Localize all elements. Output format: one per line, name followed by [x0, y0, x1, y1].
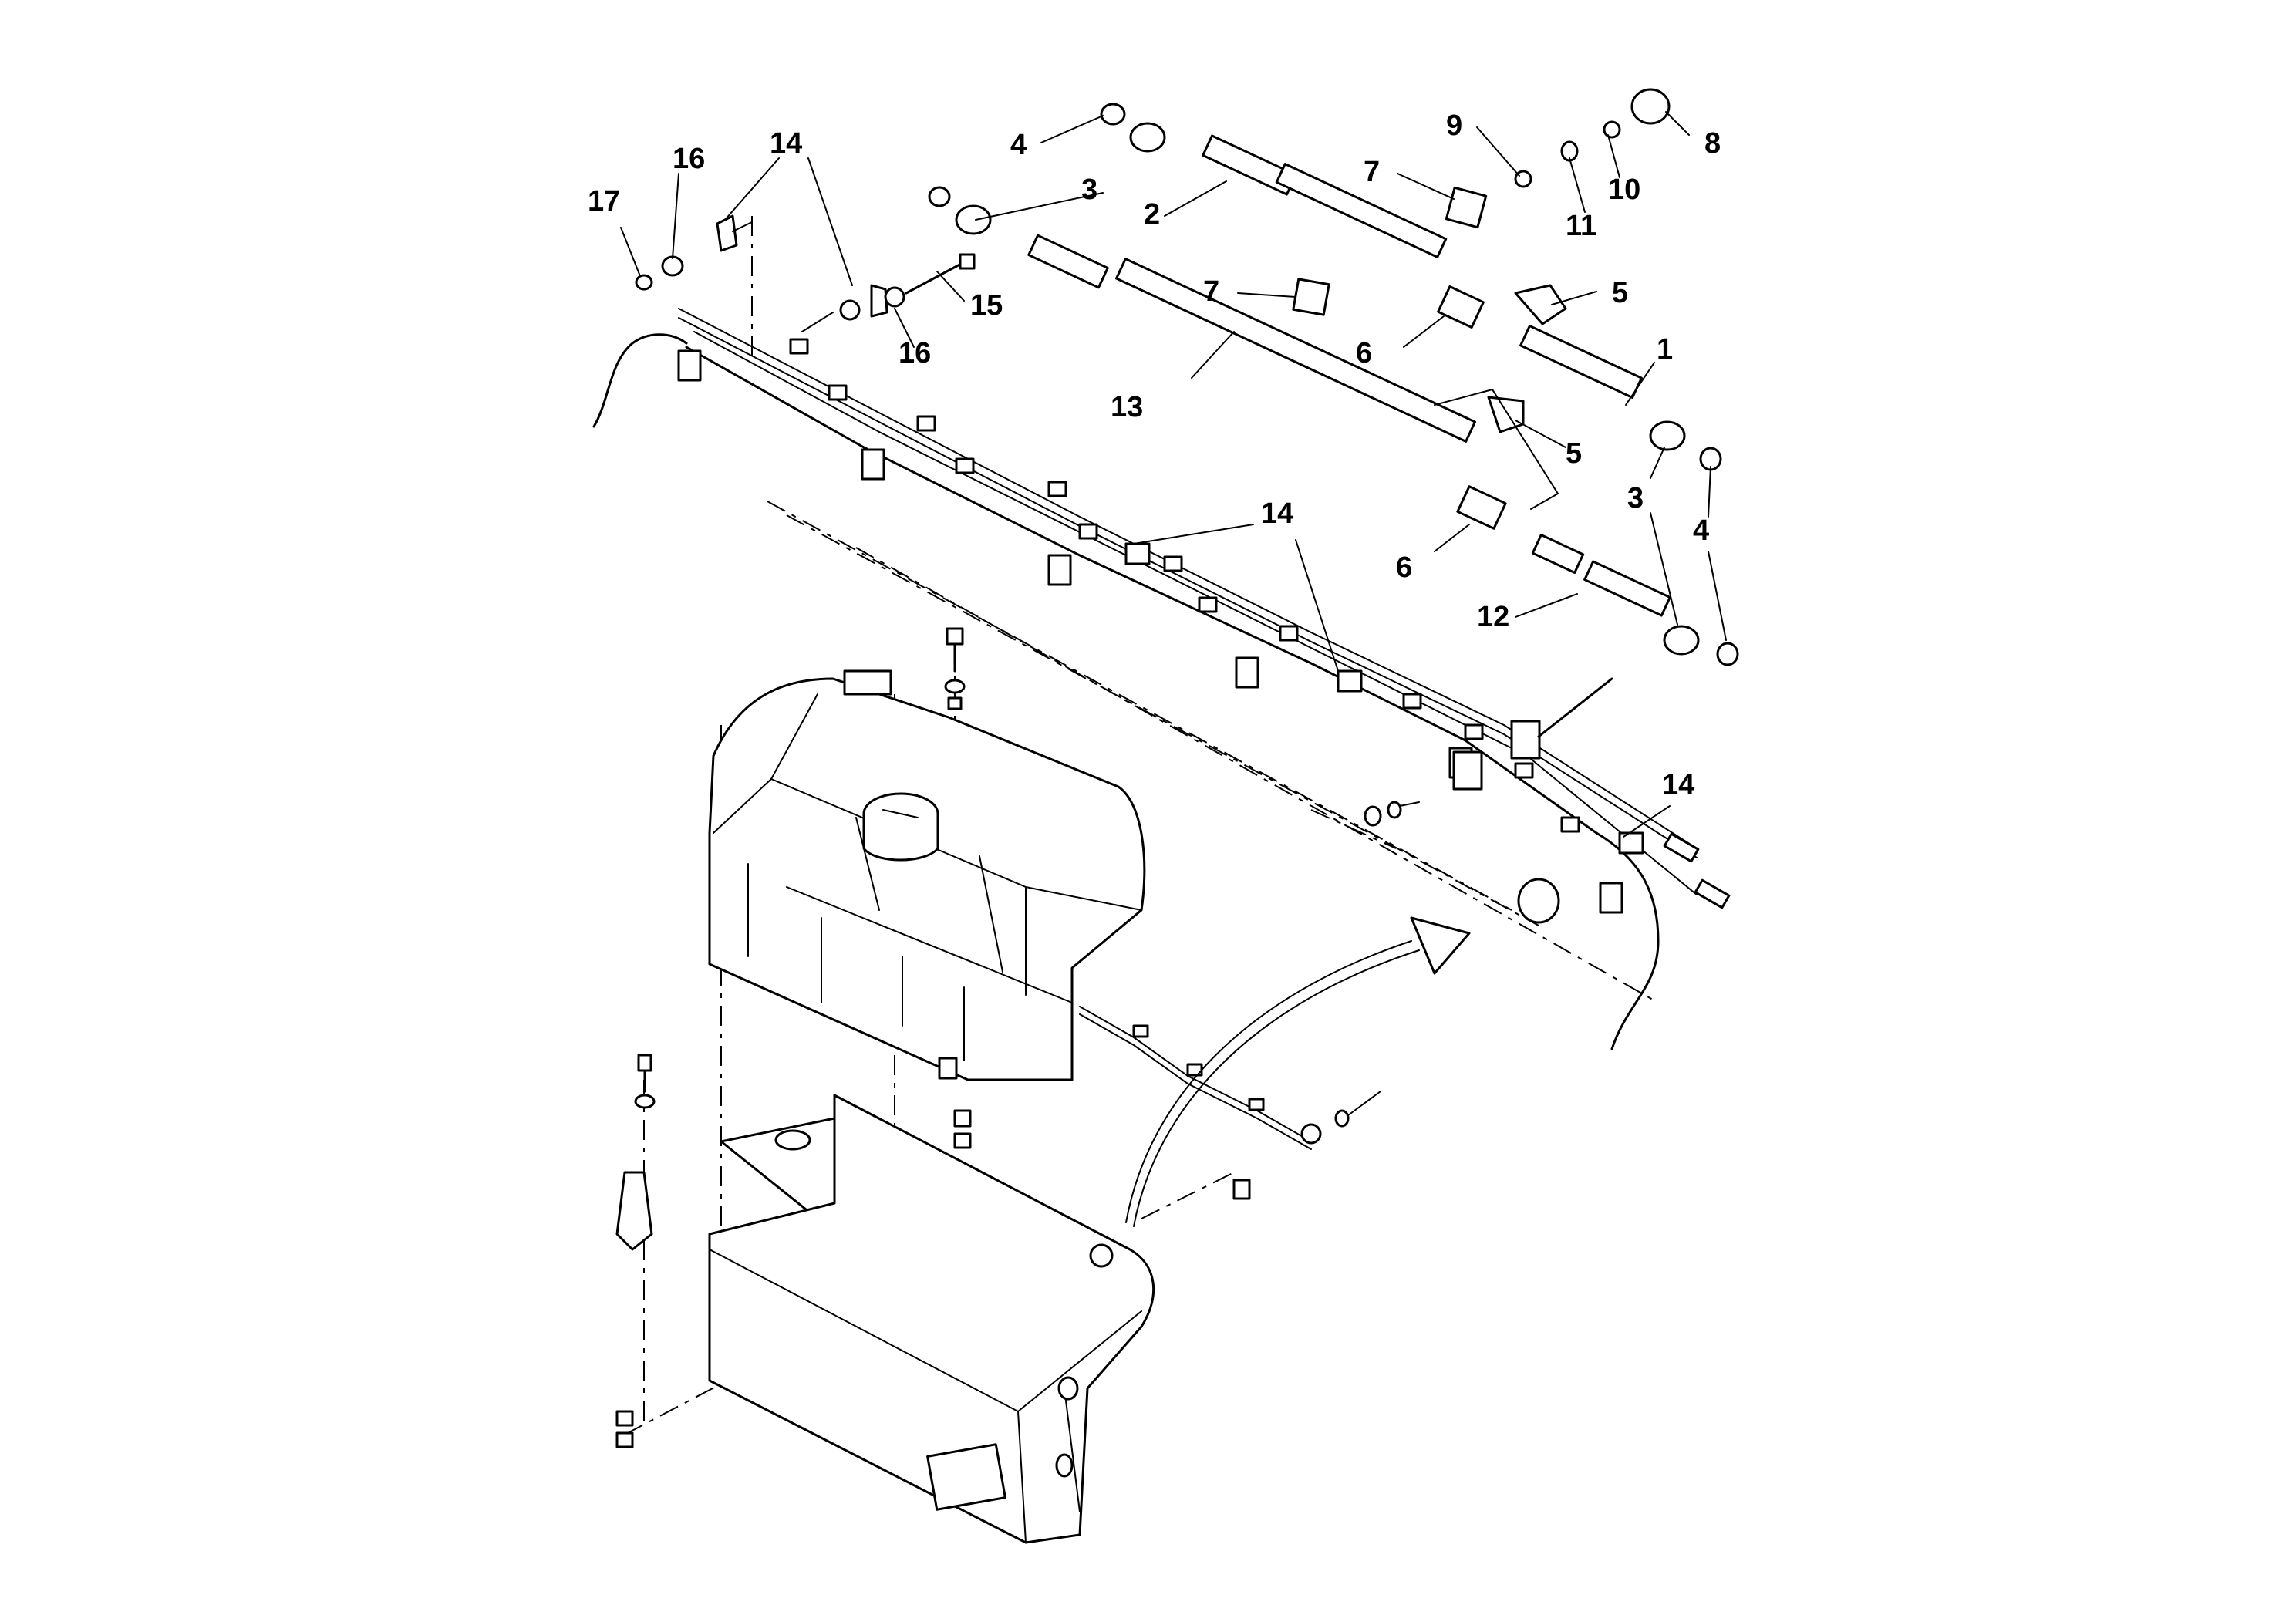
- end-cap-4: [1716, 642, 1739, 666]
- frame-body: [708, 1094, 1155, 1544]
- callout-7: 7: [1203, 275, 1219, 308]
- callout-labels: 17 16 14 15 16 4 3 2 7 9 8 10 11 7 5 6 1…: [588, 110, 1721, 801]
- callout-7: 7: [1364, 156, 1380, 188]
- right-hose: [1595, 831, 1660, 1050]
- tee-6a: [1437, 285, 1485, 329]
- callout-4: 4: [1693, 514, 1709, 547]
- callout-8: 8: [1704, 127, 1721, 160]
- nozzle-body: [1235, 656, 1259, 689]
- nozzle-body: [677, 349, 702, 382]
- tank-outlet: [938, 1057, 958, 1080]
- callout-11: 11: [1566, 210, 1596, 242]
- nozzle-body: [1599, 882, 1623, 914]
- callout-3: 3: [1081, 174, 1097, 206]
- boom-tube-front: [685, 346, 1598, 835]
- spray-tank: [708, 669, 1146, 1081]
- end-cap-3: [955, 204, 992, 235]
- mounting-frame: [615, 1094, 1155, 1544]
- pipe-12: [1531, 534, 1585, 574]
- callout-17: 17: [588, 185, 620, 218]
- end-cap-3: [1129, 122, 1166, 153]
- clamp-7: [1292, 278, 1330, 316]
- callout-6: 6: [1396, 551, 1412, 584]
- center-bracket: [1452, 750, 1483, 791]
- bolt-15: [905, 261, 966, 295]
- callout-5: 5: [1566, 437, 1582, 470]
- part-8: [1630, 88, 1671, 125]
- washer: [1364, 805, 1382, 827]
- small-hardware: [635, 214, 976, 332]
- tank-bracket: [843, 669, 892, 696]
- end-cap-4: [928, 186, 951, 207]
- detail-outline: [1434, 389, 1559, 510]
- hose-fittings: [1079, 1006, 1381, 1200]
- tank-fasteners: [615, 627, 972, 1448]
- tank-body: [708, 677, 1146, 1081]
- boom-bracket-hole: [1517, 878, 1560, 924]
- pipe-1: [1519, 325, 1643, 399]
- spray-boom-assembly: [592, 308, 1731, 1050]
- end-cap-3: [1663, 625, 1700, 656]
- left-hook: [615, 1171, 653, 1251]
- elbow-5: [1514, 284, 1567, 325]
- callout-14: 14: [1662, 769, 1694, 801]
- clamp-7: [1445, 186, 1488, 229]
- pipe-12b: [1583, 560, 1671, 617]
- tee-6b: [1456, 485, 1507, 530]
- frame-cutout: [926, 1443, 1006, 1511]
- clip-14: [870, 284, 888, 318]
- callout-6: 6: [1356, 337, 1372, 369]
- nozzle-body: [861, 448, 885, 481]
- pipe-13-long: [1115, 258, 1476, 443]
- end-cap-4: [1100, 103, 1126, 126]
- callout-4: 4: [1010, 129, 1027, 161]
- washer: [1387, 801, 1402, 819]
- callout-14: 14: [1261, 497, 1293, 530]
- callout-16: 16: [673, 143, 705, 175]
- pin: [1399, 801, 1420, 807]
- center-bracket: [1510, 720, 1541, 760]
- left-hose: [592, 333, 688, 428]
- callout-10: 10: [1608, 174, 1640, 206]
- pipe-segment: [1275, 163, 1448, 258]
- right-nozzles: [1663, 832, 1731, 909]
- part-10: [1603, 120, 1621, 139]
- leader-lines: [620, 111, 1727, 838]
- callout-15: 15: [970, 289, 1003, 322]
- mount-bolt: [1537, 677, 1613, 738]
- callout-5: 5: [1612, 277, 1628, 309]
- callout-13: 13: [1111, 391, 1143, 423]
- callout-12: 12: [1477, 601, 1509, 633]
- callout-3: 3: [1627, 482, 1644, 514]
- callout-9: 9: [1446, 110, 1462, 142]
- pipe-13: [1027, 234, 1109, 289]
- elbow-5: [1487, 396, 1525, 433]
- pipe-parts: [928, 88, 1739, 666]
- callout-1: 1: [1657, 333, 1673, 366]
- callout-16: 16: [899, 337, 931, 369]
- callout-14: 14: [770, 127, 802, 160]
- nozzle-body: [1047, 554, 1072, 586]
- direction-arrow: [1125, 878, 1560, 1227]
- boom-clips: [789, 338, 1644, 855]
- end-cap-3: [1649, 420, 1686, 451]
- callout-2: 2: [1144, 198, 1160, 231]
- clip-14: [716, 214, 738, 252]
